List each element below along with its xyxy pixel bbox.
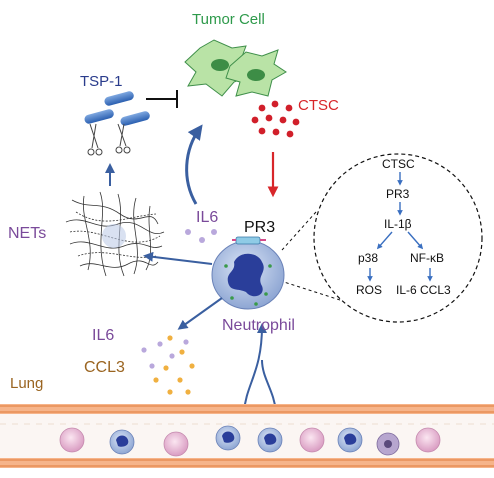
tsp1-fragments [84, 91, 150, 126]
ctsc-particles [251, 100, 300, 138]
neutrophil-main [211, 236, 285, 310]
scissors-icon [87, 123, 131, 156]
il6-bottom-label: IL6 [92, 327, 115, 344]
pathway-pr3: PR3 [386, 187, 410, 201]
pathway-il1b: IL-1β [384, 217, 412, 231]
tumor-cell-label: Tumor Cell [192, 11, 265, 28]
vessel-neutrophils [109, 425, 400, 456]
pathway-il6-ccl3: IL-6 CCL3 [396, 283, 451, 297]
ctsc-label: CTSC [298, 97, 339, 114]
pathway-ros: ROS [356, 283, 383, 297]
tumor-cells [184, 39, 287, 97]
neutrophil-to-nets-arrow [143, 251, 213, 265]
il6-dots-top [185, 229, 217, 243]
nets-web [65, 191, 165, 277]
pr3-label: PR3 [244, 219, 276, 236]
neutrophil-to-cytokines-arrow [177, 297, 223, 330]
tsp1-inhibition-bar [146, 90, 178, 108]
pathway-ctsc: CTSC [382, 157, 415, 171]
ccl3-label: CCL3 [84, 359, 125, 376]
pathway-zoom [281, 153, 483, 323]
il6-to-tumor-arrow [185, 124, 203, 205]
recruitment-arrow [243, 323, 267, 413]
tsp1-label: TSP-1 [80, 73, 123, 90]
red-blood-cells [59, 427, 441, 457]
pathway-nfkb: NF-κB [410, 251, 444, 265]
nets-label: NETs [8, 225, 47, 242]
cytokine-dots [141, 335, 195, 395]
pathway-p38: p38 [358, 251, 379, 265]
pr3-receptor [232, 236, 266, 245]
neutrophil-label: Neutrophil [222, 317, 295, 334]
il6-top-label: IL6 [196, 209, 219, 226]
lung-label: Lung [10, 375, 44, 392]
